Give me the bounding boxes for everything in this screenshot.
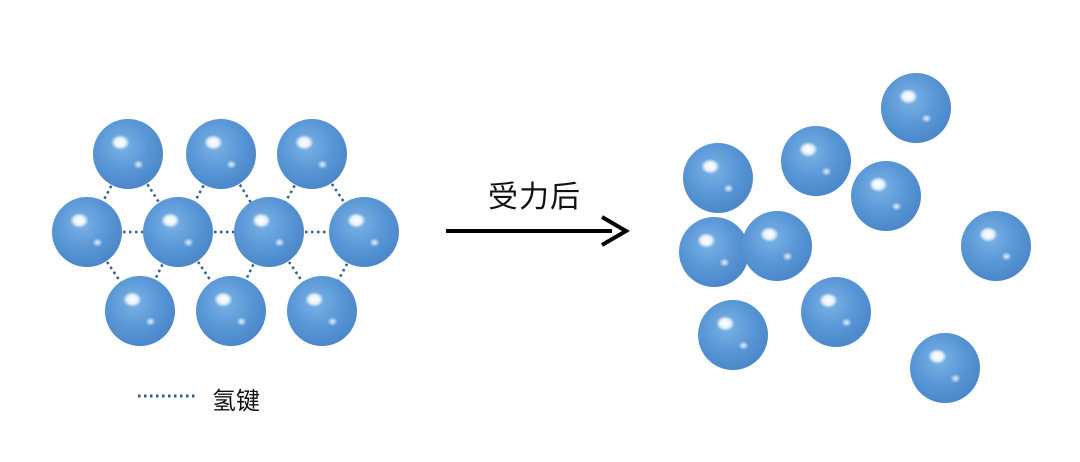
molecule-sphere [851, 161, 921, 231]
molecule-sphere [287, 276, 357, 346]
molecule-sphere [277, 119, 347, 189]
molecule-sphere [698, 300, 768, 370]
molecule-sphere [679, 217, 749, 287]
scattered-molecules [679, 73, 1031, 403]
molecule-sphere [143, 197, 213, 267]
arrow-label: 受力后 [488, 180, 581, 215]
molecule-sphere [93, 119, 163, 189]
molecule-sphere [881, 73, 951, 143]
molecule-sphere [52, 197, 122, 267]
molecule-sphere [329, 197, 399, 267]
molecule-sphere [961, 211, 1031, 281]
molecule-sphere [683, 143, 753, 213]
molecule-sphere [186, 119, 256, 189]
bonded-cluster [52, 119, 399, 346]
transition-arrow [446, 215, 630, 247]
molecule-sphere [742, 211, 812, 281]
molecule-sphere [781, 126, 851, 196]
molecule-sphere [196, 276, 266, 346]
molecule-sphere [105, 276, 175, 346]
molecule-sphere [801, 277, 871, 347]
legend-label: 氢键 [212, 387, 260, 415]
molecule-sphere [910, 333, 980, 403]
molecule-sphere [234, 197, 304, 267]
